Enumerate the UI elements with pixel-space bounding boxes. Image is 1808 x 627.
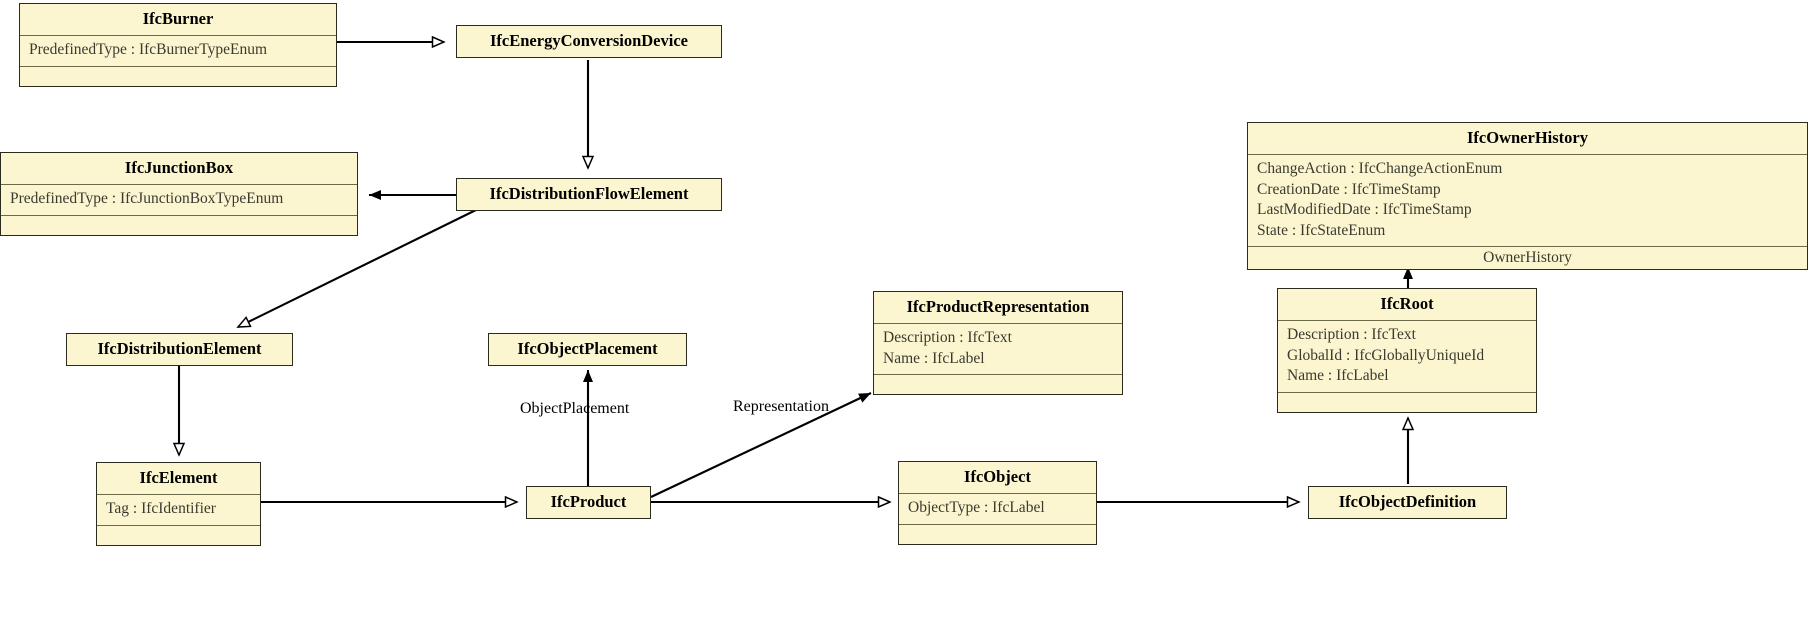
class-name-ifcproduct: IfcProduct [550,492,627,511]
attribute-row: Description : IfcText [1287,326,1416,344]
class-operations-ifcownerhistory: OwnerHistory [1248,245,1807,269]
class-box-ifcburner[interactable]: IfcBurner PredefinedType : IfcBurnerType… [19,3,337,87]
class-attributes-ifcjunctionbox: PredefinedType : IfcJunctionBoxTypeEnum [1,184,357,214]
class-operations-ifcproductrepresentation [874,374,1122,394]
class-operations-ifcburner [20,65,336,86]
class-box-ifcjunctionbox[interactable]: IfcJunctionBox PredefinedType : IfcJunct… [0,152,358,236]
class-box-ifcproductrepresentation[interactable]: IfcProductRepresentation Description : I… [873,291,1123,396]
class-operations-ifcroot [1278,391,1536,412]
class-name-ifcownerhistory: IfcOwnerHistory [1467,128,1588,147]
class-attributes-ifcroot: Description : IfcText GlobalId : IfcGlob… [1278,320,1536,391]
attribute-row: ChangeAction : IfcChangeActionEnum [1257,160,1503,178]
class-box-ifcobjectplacement[interactable]: IfcObjectPlacement [488,333,687,367]
class-box-ifcownerhistory[interactable]: IfcOwnerHistory ChangeAction : IfcChange… [1247,122,1808,271]
class-operations-ifcobject [899,523,1096,544]
class-name-ifcburner: IfcBurner [142,9,214,28]
attribute-row: Tag : IfcIdentifier [106,500,216,518]
class-attributes-ifcproductrepresentation: Description : IfcText Name : IfcLabel [874,323,1122,374]
attribute-row: Name : IfcLabel [883,349,985,367]
attribute-row: PredefinedType : IfcBurnerTypeEnum [29,41,267,59]
class-name-ifcdistributionelement: IfcDistributionElement [97,339,262,358]
class-box-ifcproduct[interactable]: IfcProduct [526,486,651,520]
class-attributes-ifcobject: ObjectType : IfcLabel [899,493,1096,523]
class-attributes-ifcburner: PredefinedType : IfcBurnerTypeEnum [20,35,336,65]
class-name-ifcroot: IfcRoot [1380,294,1434,313]
attribute-row: CreationDate : IfcTimeStamp [1257,180,1441,198]
class-box-ifcdistributionflowelement[interactable]: IfcDistributionFlowElement [456,178,722,212]
class-name-ifcproductrepresentation: IfcProductRepresentation [906,297,1090,316]
edge-label-representation: Representation [733,398,829,415]
class-box-ifcroot[interactable]: IfcRoot Description : IfcText GlobalId :… [1277,288,1537,413]
attribute-row: State : IfcStateEnum [1257,221,1386,239]
class-name-ifcobjectplacement: IfcObjectPlacement [517,339,658,358]
class-box-ifcobjectdefinition[interactable]: IfcObjectDefinition [1308,486,1507,520]
class-box-ifcenergyconversiondevice[interactable]: IfcEnergyConversionDevice [456,25,722,59]
class-name-ifcjunctionbox: IfcJunctionBox [124,158,234,177]
edge-label-objectplacement: ObjectPlacement [520,400,630,417]
attribute-row: GlobalId : IfcGloballyUniqueId [1287,346,1485,364]
class-name-ifcelement: IfcElement [139,468,218,487]
class-operations-ifcelement [97,524,260,545]
attribute-row: Name : IfcLabel [1287,367,1389,385]
class-box-ifcdistributionelement[interactable]: IfcDistributionElement [66,333,293,367]
class-attributes-ifcownerhistory: ChangeAction : IfcChangeActionEnum Creat… [1248,154,1807,246]
class-name-ifcobjectdefinition: IfcObjectDefinition [1338,492,1477,511]
class-box-ifcelement[interactable]: IfcElement Tag : IfcIdentifier [96,462,261,546]
class-box-ifcobject[interactable]: IfcObject ObjectType : IfcLabel [898,461,1097,545]
attribute-row: PredefinedType : IfcJunctionBoxTypeEnum [10,190,284,208]
class-attributes-ifcelement: Tag : IfcIdentifier [97,494,260,524]
attribute-row: Description : IfcText [883,329,1012,347]
attribute-row: ObjectType : IfcLabel [908,499,1045,517]
attribute-row: LastModifiedDate : IfcTimeStamp [1257,201,1472,219]
class-name-ifcobject: IfcObject [964,467,1031,486]
class-name-ifcdistributionflowelement: IfcDistributionFlowElement [489,184,689,203]
class-name-ifcenergyconversiondevice: IfcEnergyConversionDevice [490,31,688,50]
class-operations-ifcjunctionbox [1,214,357,235]
